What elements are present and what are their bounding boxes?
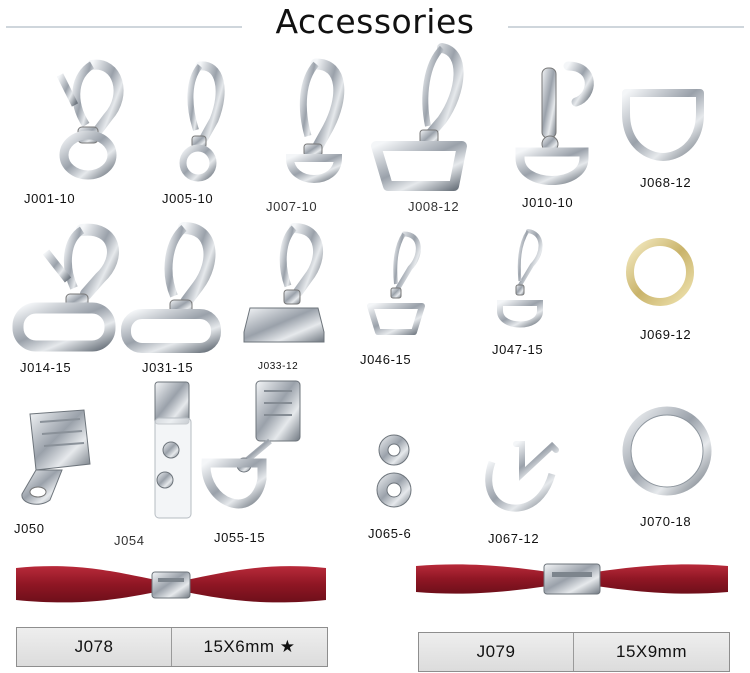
page-header: Accessories bbox=[0, 0, 750, 50]
badge-clip-ring-icon bbox=[201, 380, 301, 509]
lobster-swivel-hook-icon bbox=[56, 59, 124, 180]
label-j005-10: J005-10 bbox=[162, 191, 214, 206]
split-key-ring-icon bbox=[622, 406, 712, 496]
label-j008-12: J008-12 bbox=[408, 199, 460, 214]
d-ring-icon bbox=[622, 89, 704, 161]
product-j046-15[interactable] bbox=[360, 228, 430, 338]
spec-size-j079: 15X9mm bbox=[574, 633, 729, 671]
product-j067-12[interactable] bbox=[482, 438, 562, 528]
spec-code-j079: J079 bbox=[419, 633, 574, 671]
product-j001-10[interactable] bbox=[30, 55, 130, 185]
label-j033-12: J033-12 bbox=[258, 361, 299, 372]
product-j065-6[interactable] bbox=[366, 430, 426, 520]
product-j007-10[interactable] bbox=[268, 58, 348, 188]
label-j046-15: J046-15 bbox=[360, 352, 412, 367]
label-j070-18: J070-18 bbox=[640, 514, 692, 529]
d-ring-snap-hook-icon bbox=[371, 43, 467, 191]
label-j007-10: J007-10 bbox=[266, 199, 318, 214]
product-j008-12[interactable] bbox=[370, 42, 470, 192]
lanyard-strap-j079 bbox=[416, 558, 728, 600]
lobster-swivel-hook-icon bbox=[12, 223, 119, 352]
lanyard-with-clip-icon bbox=[416, 563, 728, 595]
eyelet-icon bbox=[376, 434, 412, 508]
label-j010-10: J010-10 bbox=[522, 195, 574, 210]
product-j055-15[interactable] bbox=[200, 375, 310, 525]
j-hook-icon bbox=[367, 231, 425, 335]
product-j070-18[interactable] bbox=[620, 404, 714, 498]
label-j047-15: J047-15 bbox=[492, 342, 544, 357]
badge-clip-icon bbox=[21, 409, 91, 505]
product-j054[interactable] bbox=[125, 378, 205, 528]
label-j068-12: J068-12 bbox=[640, 175, 692, 190]
open-d-ring-icon bbox=[485, 441, 559, 512]
label-j069-12: J069-12 bbox=[640, 327, 692, 342]
spec-table-j079: J079 15X9mm bbox=[418, 632, 730, 672]
snap-hook-icon bbox=[179, 61, 225, 182]
header-rule-right bbox=[508, 26, 744, 28]
product-j005-10[interactable] bbox=[160, 60, 230, 185]
label-j031-15: J031-15 bbox=[142, 360, 194, 375]
label-j067-12: J067-12 bbox=[488, 531, 540, 546]
label-j065-6: J065-6 bbox=[368, 526, 412, 541]
product-j033-12[interactable] bbox=[240, 222, 330, 352]
product-j050[interactable] bbox=[10, 404, 100, 514]
o-ring-gold-icon bbox=[626, 238, 694, 306]
lanyard-with-clip-icon bbox=[16, 566, 326, 603]
label-j054: J054 bbox=[114, 533, 145, 548]
label-j014-15: J014-15 bbox=[20, 360, 72, 375]
snap-hook-icon bbox=[285, 58, 345, 183]
product-j069-12[interactable] bbox=[624, 236, 696, 308]
product-j031-15[interactable] bbox=[120, 222, 221, 353]
label-j050: J050 bbox=[14, 521, 45, 536]
product-j010-10[interactable] bbox=[510, 58, 600, 188]
spec-code-j078: J078 bbox=[17, 628, 172, 666]
j-hook-icon bbox=[497, 229, 543, 328]
header-rule-left bbox=[6, 26, 242, 28]
badge-strap-clip-icon bbox=[154, 381, 192, 519]
spec-table-j078: J078 15X6mm ★ bbox=[16, 627, 328, 667]
lanyard-strap-j078 bbox=[16, 562, 326, 606]
clip-hook-icon bbox=[243, 223, 325, 343]
spec-size-j078: 15X6mm ★ bbox=[172, 628, 327, 666]
label-j001-10: J001-10 bbox=[24, 191, 76, 206]
product-j047-15[interactable] bbox=[490, 225, 550, 335]
product-j068-12[interactable] bbox=[620, 85, 706, 165]
page-title: Accessories bbox=[275, 2, 475, 41]
bolt-snap-hook-icon bbox=[515, 61, 594, 185]
product-j014-15[interactable] bbox=[10, 222, 125, 352]
label-j055-15: J055-15 bbox=[214, 530, 266, 545]
snap-hook-icon bbox=[121, 222, 221, 353]
